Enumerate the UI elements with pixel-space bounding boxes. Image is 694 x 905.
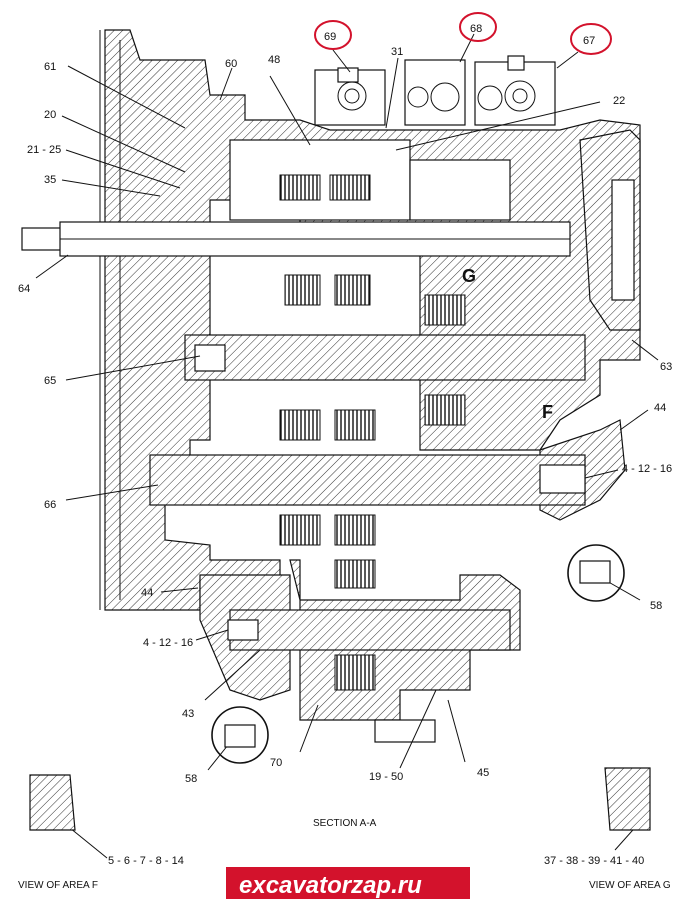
clutch-packs (279, 174, 466, 691)
callout-64: 64 (18, 283, 30, 295)
solenoid-valves (314, 55, 556, 126)
leader-lines (35, 33, 659, 859)
callout-44-right: 44 (654, 402, 666, 414)
watermark-text: excavatorzap.ru (239, 872, 422, 899)
callout-60: 60 (225, 58, 237, 70)
area-views (29, 767, 651, 831)
callout-70: 70 (270, 757, 282, 769)
view-g-caption: VIEW OF AREA G (589, 880, 671, 891)
view-f-caption: VIEW OF AREA F (18, 880, 98, 891)
callout-20: 20 (44, 109, 56, 121)
callout-66: 66 (44, 499, 56, 511)
watermark-banner (226, 867, 470, 899)
highlight-rings (314, 12, 612, 55)
callout-19-50: 19 - 50 (369, 771, 403, 783)
section-caption: SECTION A-A (313, 818, 377, 829)
callout-67: 67 (583, 35, 595, 47)
callout-5-6-7-8-14: 5 - 6 - 7 - 8 - 14 (108, 855, 184, 867)
callout-4-12-16-left: 4 - 12 - 16 (143, 637, 193, 649)
section-mark-g: G (462, 266, 476, 286)
shafts (21, 221, 586, 651)
callout-68: 68 (470, 23, 482, 35)
callout-37-38-39-41-40: 37 - 38 - 39 - 41 - 40 (544, 855, 644, 867)
callout-45: 45 (477, 767, 489, 779)
callout-69: 69 (324, 31, 336, 43)
highlight-ring-67 (570, 23, 612, 55)
callout-63: 63 (660, 361, 672, 373)
callout-22: 22 (613, 95, 625, 107)
highlight-ring-69 (314, 20, 352, 50)
section-mark-f: F (542, 402, 553, 422)
callout-48: 48 (268, 54, 280, 66)
callout-31: 31 (391, 46, 403, 58)
callout-labels: 69 68 67 31 22 61 60 48 20 21 - 25 35 64… (18, 23, 672, 867)
callout-58-right: 58 (650, 600, 662, 612)
callout-58-left: 58 (185, 773, 197, 785)
highlight-ring-68 (459, 12, 497, 42)
callout-61: 61 (44, 61, 56, 73)
callout-43: 43 (182, 708, 194, 720)
callout-65: 65 (44, 375, 56, 387)
detail-circles (211, 544, 625, 764)
callout-44-left: 44 (141, 587, 153, 599)
callout-4-12-16-right: 4 - 12 - 16 (622, 463, 672, 475)
callout-35: 35 (44, 174, 56, 186)
callout-21-25: 21 - 25 (27, 144, 61, 156)
